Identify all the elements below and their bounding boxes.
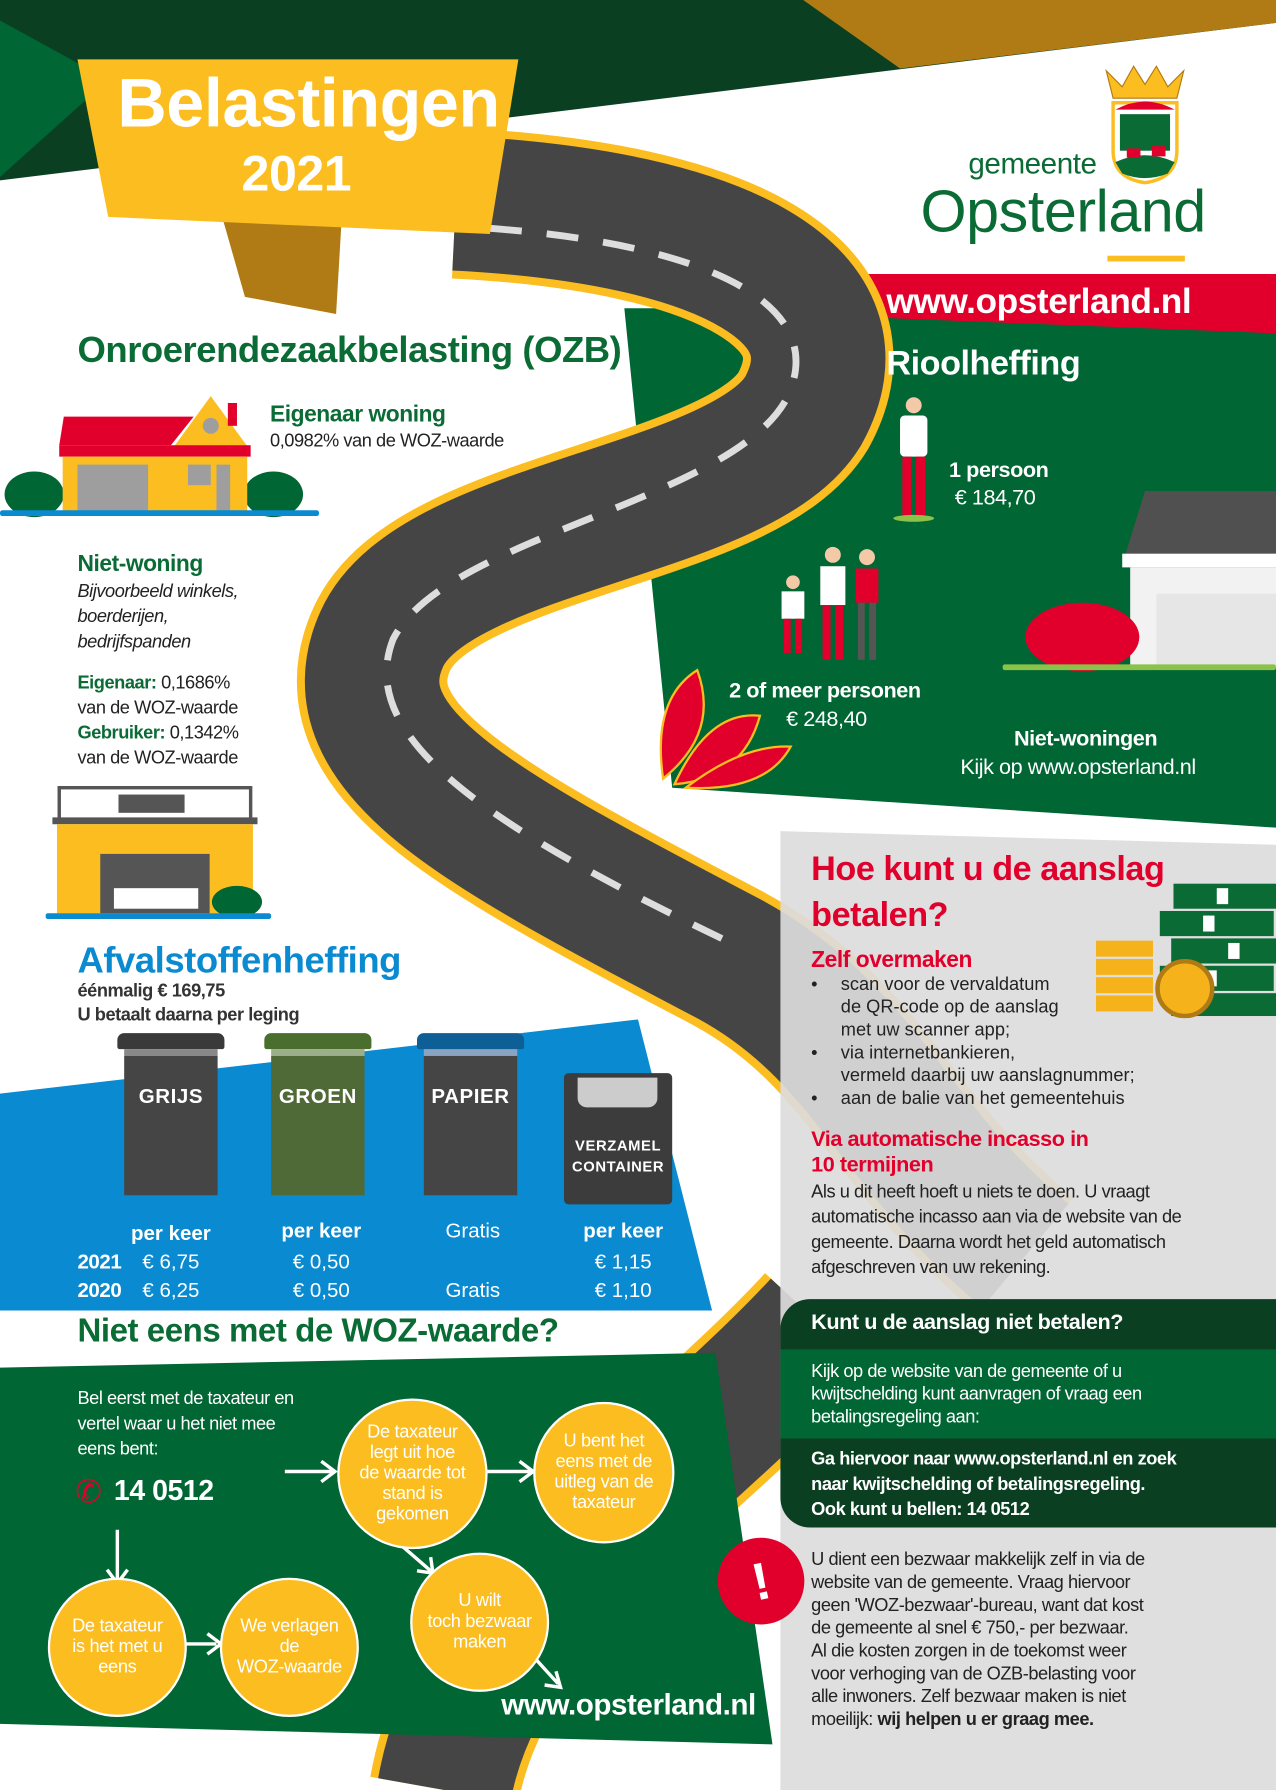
title-year: 2021	[241, 146, 352, 203]
phone-icon: ✆	[75, 1473, 102, 1510]
more-persons-price: € 248,40	[786, 707, 867, 732]
riool-non-home-label: Niet-woningen	[1013, 727, 1158, 752]
groen-2021: € 0,50	[292, 1250, 350, 1273]
owner-home-rate: 0,0982% van de WOZ-waarde	[270, 431, 504, 451]
person-icon	[893, 397, 935, 522]
logo-name: Opsterland	[920, 179, 1207, 246]
more-persons-label: 2 of meer personen	[729, 679, 921, 704]
riool-title: Rioolheffing	[886, 344, 1081, 383]
top-green-wedge	[0, 20, 109, 177]
business-building-illustration	[45, 785, 272, 919]
title: Belastingen	[117, 65, 500, 142]
auto-pay-text: Als u dit heeft hoeft u niets te doen. U…	[811, 1182, 1182, 1278]
owner-home-label: Eigenaar woning	[270, 401, 446, 427]
non-home-label: Niet-woning	[77, 551, 203, 577]
container-2020: € 1,10	[594, 1278, 652, 1302]
container-unit: per keer	[583, 1219, 664, 1243]
house-illustration	[0, 396, 320, 518]
self-pay-title: Zelf overmaken	[811, 947, 972, 973]
one-person-label: 1 persoon	[949, 458, 1049, 483]
non-home-examples: Bijvoorbeeld winkels, boerderijen, bedri…	[77, 580, 238, 655]
year-2021: 2021	[77, 1250, 122, 1273]
ozb-title: Onroerendezaakbelasting (OZB)	[77, 328, 622, 370]
family-icon	[781, 546, 879, 660]
logo-underline	[1107, 255, 1185, 262]
notice-text: U dient een bezwaar makkelijk zelf in vi…	[811, 1550, 1145, 1730]
one-person-price: € 184,70	[954, 486, 1036, 511]
user-label: Gebruiker:	[77, 723, 166, 744]
money-illustration	[1096, 883, 1276, 1019]
bin-papier: PAPIER	[416, 1033, 525, 1204]
year-2020: 2020	[77, 1278, 122, 1302]
bin-groen: GROEN	[264, 1033, 372, 1204]
title-ribbon	[77, 59, 519, 235]
riool-non-home-text: Kijk op www.opsterland.nl	[960, 755, 1196, 780]
website-banner-link[interactable]: www.opsterland.nl	[886, 280, 1192, 321]
example-line: boerderijen,	[77, 607, 169, 627]
bin-grijs: GRIJS	[117, 1033, 225, 1204]
groen-2020: € 0,50	[292, 1278, 350, 1302]
example-line: bedrijfspanden	[77, 632, 191, 652]
container-2021: € 1,15	[594, 1250, 652, 1273]
non-home-rates: Eigenaar: 0,1686% van de WOZ-waarde Gebr…	[77, 671, 238, 771]
list-item: via internetbankieren,vermeld daarbij uw…	[811, 1042, 1134, 1088]
papier-unit: Gratis	[445, 1219, 501, 1243]
grijs-2021: € 6,75	[142, 1250, 200, 1273]
user-rate: 0,1342%	[165, 723, 239, 744]
leaves-illustration	[659, 668, 793, 790]
logo-prefix: gemeente	[968, 146, 1097, 181]
example-line: Bijvoorbeeld winkels,	[77, 582, 239, 602]
woz-website-link[interactable]: www.opsterland.nl	[501, 1687, 756, 1722]
woz-title: Niet eens met de WOZ-waarde?	[77, 1312, 559, 1350]
bin-label: GROEN	[278, 1084, 357, 1108]
grijs-unit: per keer	[130, 1221, 211, 1245]
top-gold-wedge	[803, 0, 1276, 69]
list-item: aan de balie van het gemeentehuis	[811, 1088, 1134, 1111]
bin-label: PAPIER	[431, 1084, 510, 1108]
afval-per-leging: U betaalt daarna per leging	[77, 1005, 300, 1026]
red-banner	[751, 273, 1276, 334]
afval-title: Afvalstoffenheffing	[77, 939, 401, 981]
house-side-illustration	[1002, 490, 1276, 672]
owner-label: Eigenaar:	[77, 673, 157, 693]
groen-unit: per keer	[281, 1219, 362, 1243]
title-ribbon-tail	[222, 216, 342, 314]
user-suffix: van de WOZ-waarde	[77, 748, 238, 769]
bin-label: GRIJS	[138, 1084, 204, 1108]
cannot-pay-instructions: Ga hiervoor naar www.opsterland.nl en zo…	[811, 1449, 1177, 1520]
phone-number[interactable]: 14 0512	[113, 1474, 214, 1507]
grijs-2020: € 6,25	[142, 1278, 200, 1302]
cannot-pay-title: Kunt u de aanslag niet betalen?	[811, 1310, 1124, 1335]
owner-rate: 0,1686%	[156, 673, 230, 693]
papier-2020: Gratis	[445, 1278, 501, 1302]
coat-of-arms-icon	[1105, 65, 1185, 185]
afval-once: éénmalig € 169,75	[77, 981, 225, 1002]
cannot-pay-box	[780, 1299, 1276, 1528]
owner-suffix: van de WOZ-waarde	[77, 698, 238, 719]
